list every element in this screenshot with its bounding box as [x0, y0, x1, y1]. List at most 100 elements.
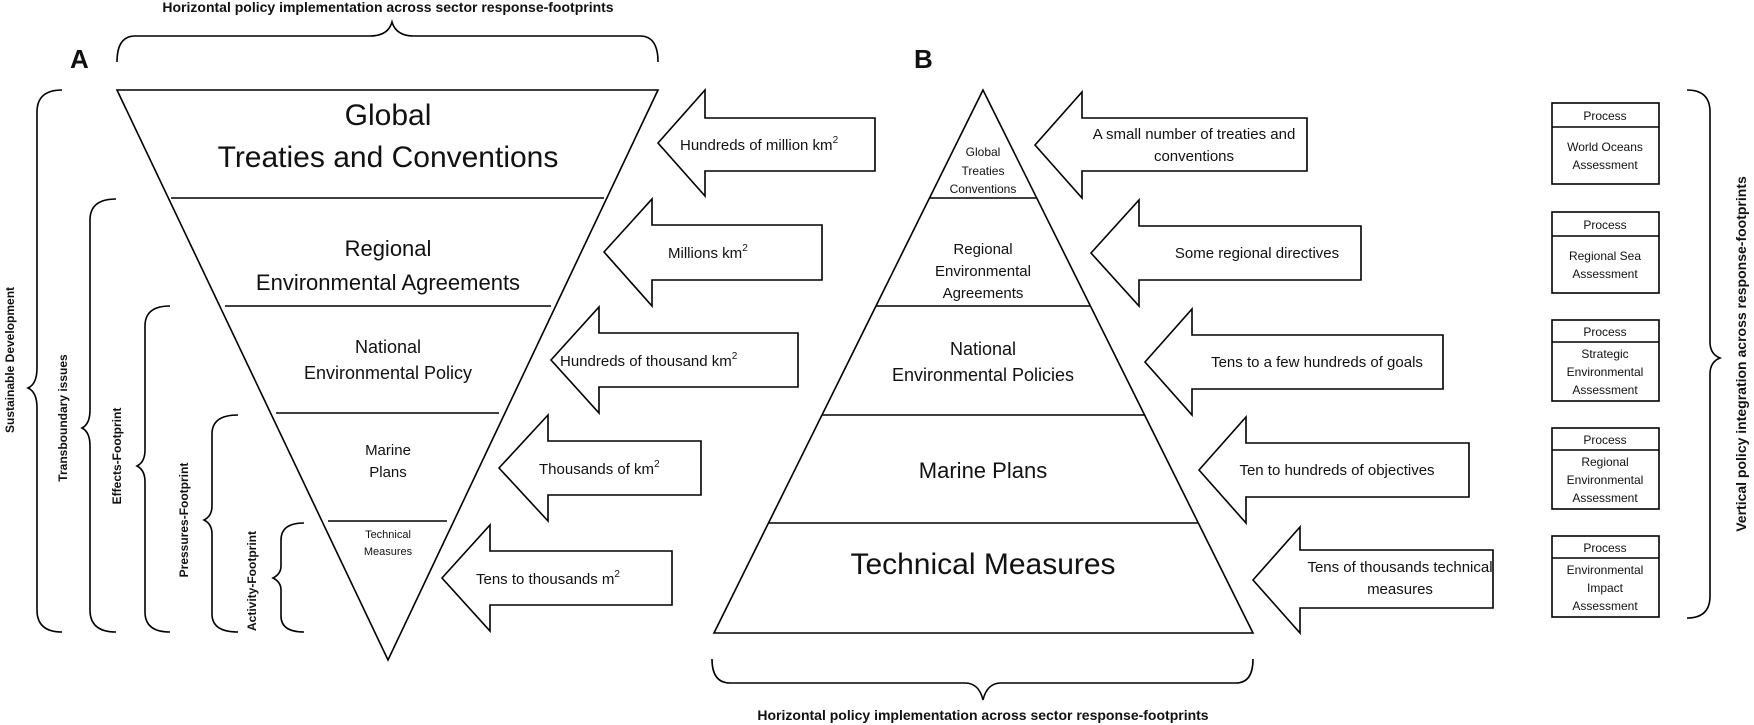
arrow-shape [1251, 524, 1494, 636]
process-box-frame [1551, 427, 1660, 510]
arrow-shape [602, 196, 823, 309]
level-line: Regional [953, 241, 1012, 258]
arrow-shape [1089, 197, 1362, 309]
process-box-line: Environmental [1567, 473, 1644, 487]
brace-transboundary-issues [80, 198, 117, 633]
level-line: Conventions [950, 182, 1017, 196]
panel-a-arrow-4: Thousands of km2 [497, 412, 702, 524]
arrow-label: Tens to thousands m2 [476, 569, 620, 588]
arrow-shape [1197, 414, 1470, 526]
level-line: Plans [369, 464, 407, 481]
level-line: Environmental Policies [892, 365, 1074, 385]
brace-sustainable-development [26, 89, 63, 633]
process-box-strategic: Process Strategic Environmental Assessme… [1551, 319, 1660, 402]
panel-b-level-regional: Regional Environmental Agreements [935, 241, 1031, 302]
process-box-line: Assessment [1572, 599, 1638, 613]
level-line: Marine Plans [919, 458, 1047, 483]
panel-b-right-brace [1686, 89, 1723, 619]
level-line: Treaties [962, 164, 1005, 178]
process-box-line: Assessment [1572, 158, 1638, 172]
level-line: National [355, 337, 421, 357]
process-box-line: Assessment [1572, 267, 1638, 281]
arrow-label: measures [1367, 581, 1433, 598]
panel-a-top-brace [116, 19, 659, 63]
process-box-regional-environmental: Process Regional Environmental Assessmen… [1551, 427, 1660, 510]
arrow-shape [497, 412, 702, 524]
level-line: National [950, 339, 1016, 359]
process-box-frame [1551, 102, 1660, 185]
arrow-label: Tens to a few hundreds of goals [1211, 354, 1423, 371]
level-line: Environmental Policy [304, 363, 472, 383]
process-box-line: Environmental [1567, 365, 1644, 379]
panel-a-level-marine: Marine Plans [365, 442, 411, 481]
process-box-line: World Oceans [1567, 140, 1643, 154]
process-box-frame [1551, 211, 1660, 294]
label-effects-footprint: Effects-Footprint [110, 408, 124, 505]
panel-a: A Horizontal policy implementation acros… [3, 0, 876, 662]
panel-b-level-technical: Technical Measures [850, 548, 1115, 581]
panel-a-arrow-1: Hundreds of million km2 [656, 87, 876, 199]
level-line: Technical [365, 529, 411, 541]
arrow-label: Some regional directives [1175, 245, 1339, 262]
panel-b-arrow-2: Some regional directives [1089, 197, 1362, 309]
label-pressures-footprint: Pressures-Footprint [177, 463, 191, 578]
process-box-line: Assessment [1572, 491, 1638, 505]
panel-a-arrow-3: Hundreds of thousand km2 [549, 304, 799, 416]
level-line: Regional [345, 236, 432, 261]
panel-b-arrow-3: Tens to a few hundreds of goals [1143, 306, 1444, 418]
level-line: Treaties and Conventions [218, 141, 559, 174]
label-transboundary-issues: Transboundary issues [56, 354, 70, 482]
panel-a-arrow-2: Millions km2 [602, 196, 823, 309]
panel-a-level-global: Global Treaties and Conventions [218, 99, 559, 174]
process-box-header: Process [1583, 325, 1626, 339]
arrow-shape [549, 304, 799, 416]
arrow-shape [1033, 89, 1308, 201]
arrow-label: conventions [1154, 148, 1234, 165]
panel-b-label: B [914, 44, 933, 74]
panel-b-level-national: National Environmental Policies [892, 339, 1074, 385]
arrow-label: Millions km2 [668, 243, 748, 262]
brace-activity-footprint [271, 522, 305, 633]
brace-effects-footprint [135, 305, 171, 633]
panel-a-level-national: National Environmental Policy [304, 337, 472, 383]
process-box-line: Regional Sea [1569, 249, 1641, 263]
process-box-line: Strategic [1581, 347, 1628, 361]
process-box-header: Process [1583, 541, 1626, 555]
process-box-header: Process [1583, 218, 1626, 232]
panel-b: B Global Treaties Conventions Regional E… [711, 44, 1749, 723]
arrow-label: A small number of treaties and [1093, 126, 1296, 143]
panel-a-level-regional: Regional Environmental Agreements [256, 236, 520, 295]
arrow-shape [656, 87, 876, 199]
panel-b-level-global: Global Treaties Conventions [950, 145, 1017, 196]
level-line: Marine [365, 442, 411, 459]
level-line: Agreements [943, 285, 1024, 302]
process-box-header: Process [1583, 109, 1626, 123]
level-line: Environmental [935, 263, 1031, 280]
process-box-line: Environmental [1567, 563, 1644, 577]
panel-b-pyramid [712, 88, 1255, 634]
panel-a-top-brace-label: Horizontal policy implementation across … [162, 0, 613, 15]
label-activity-footprint: Activity-Footprint [245, 531, 259, 631]
panel-b-arrow-1: A small number of treaties and conventio… [1033, 89, 1308, 201]
arrow-label: Hundreds of thousand km2 [560, 351, 738, 370]
arrow-label: Thousands of km2 [539, 459, 660, 478]
level-line: Measures [364, 546, 413, 558]
panel-a-inverted-triangle [115, 89, 660, 662]
panel-a-arrow-5: Tens to thousands m2 [440, 522, 673, 634]
level-line: Technical Measures [850, 548, 1115, 581]
arrow-label: Hundreds of million km2 [680, 135, 839, 154]
brace-pressures-footprint [202, 414, 239, 633]
panel-a-level-technical: Technical Measures [364, 529, 413, 558]
label-sustainable-development: Sustainable Development [3, 287, 17, 433]
process-box-line: Regional [1581, 455, 1628, 469]
arrow-shape [1143, 306, 1444, 418]
panel-b-level-marine: Marine Plans [919, 458, 1047, 483]
panel-b-bottom-brace [711, 658, 1254, 701]
process-box-line: Impact [1587, 581, 1624, 595]
arrow-label: Ten to hundreds of objectives [1239, 462, 1434, 479]
process-box-regional-sea: Process Regional Sea Assessment [1551, 211, 1660, 294]
arrow-label: Tens of thousands technical [1307, 559, 1492, 576]
level-line: Global [345, 99, 432, 132]
process-box-frame [1551, 319, 1660, 402]
